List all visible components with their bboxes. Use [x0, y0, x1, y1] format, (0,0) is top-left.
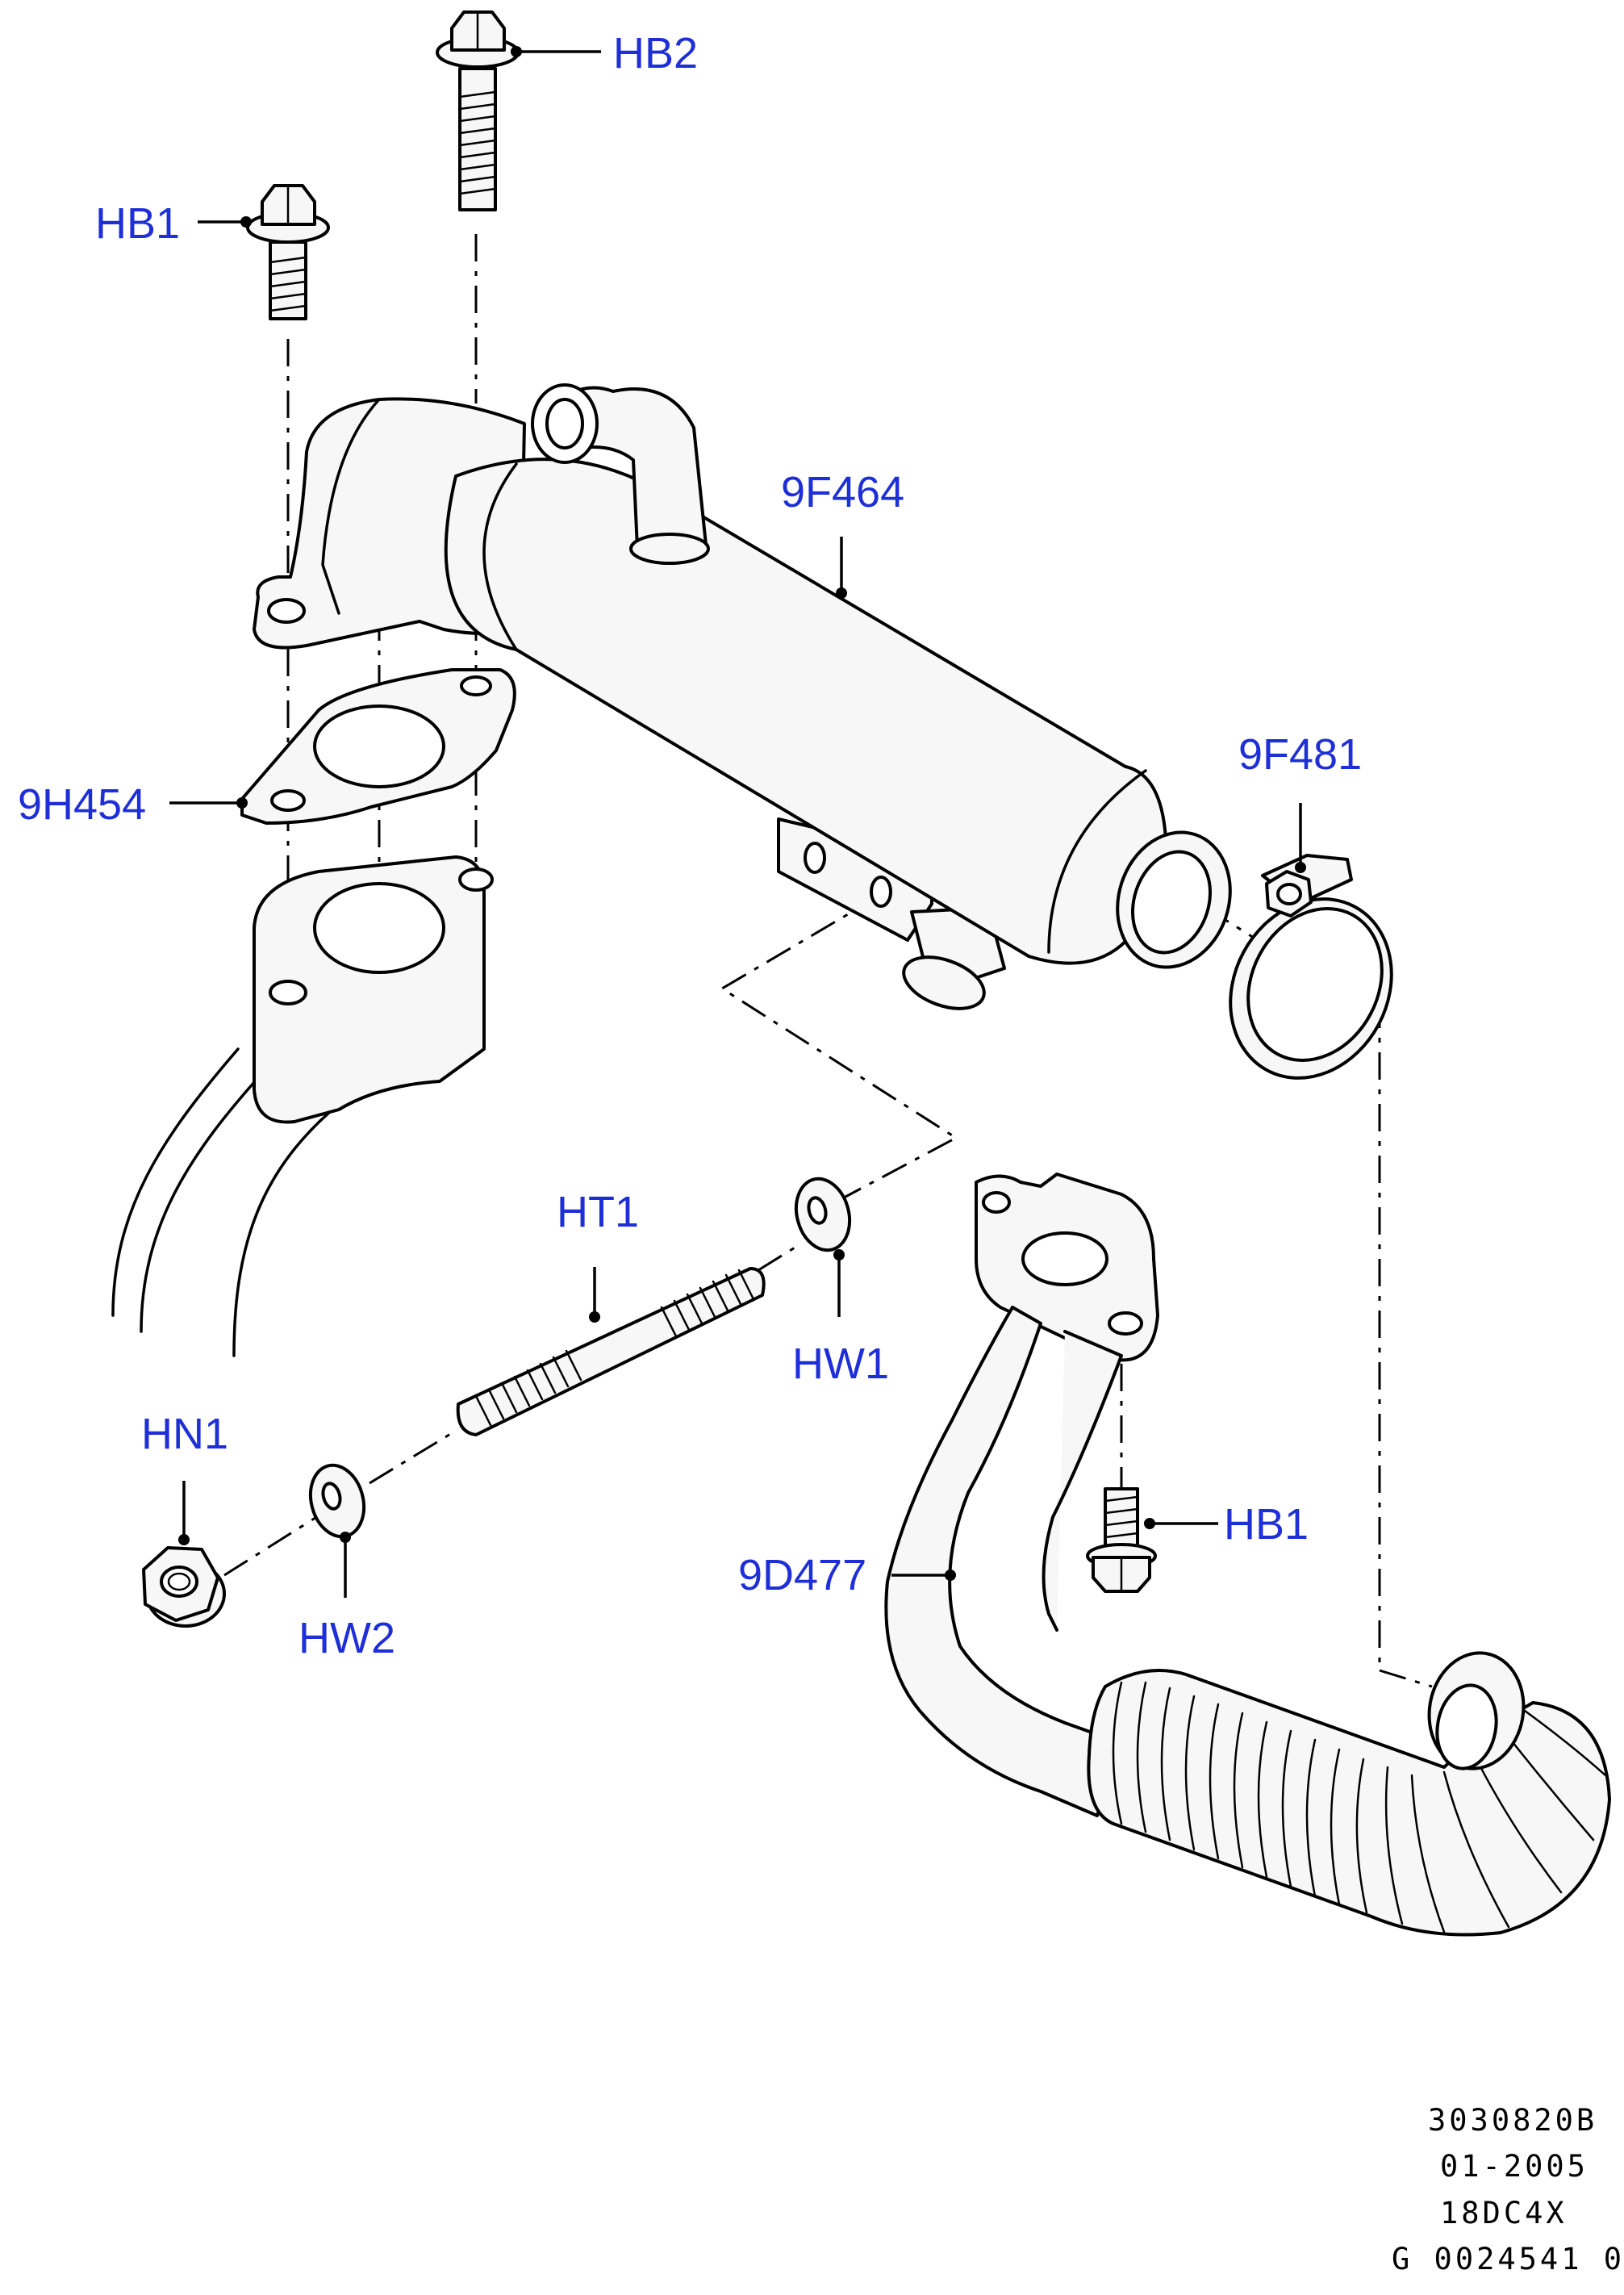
pipe-9d477 [884, 1173, 1611, 1937]
bolt-hb1-upper [246, 184, 330, 320]
label-hb2: HB2 [613, 29, 698, 77]
label-hb1-upper: HB1 [95, 199, 180, 248]
bolt-hb1-lower [1086, 1487, 1157, 1593]
reference-graphic-id: G 0024541 0 [1392, 2242, 1624, 2276]
reference-date: 01-2005 [1440, 2149, 1589, 2184]
engine-flange [253, 855, 494, 1124]
leader-lines [169, 46, 1306, 1598]
label-hn1: HN1 [141, 1410, 228, 1458]
bolt-hb2 [436, 10, 520, 211]
gasket-9h454 [240, 668, 516, 825]
label-hb1-lower: HB1 [1224, 1500, 1309, 1549]
label-9h454: 9H454 [18, 780, 146, 829]
reference-number: 3030820B [1428, 2103, 1597, 2138]
callout-labels: HB2 HB1 9F464 9F481 9H454 HT1 HW1 HN1 HW… [18, 29, 1362, 1662]
nut-hn1 [142, 1546, 226, 1628]
washer-hw2 [308, 1463, 366, 1539]
label-9f464: 9F464 [781, 468, 904, 516]
label-9f481: 9F481 [1238, 730, 1362, 779]
reference-model: 18DC4X [1440, 2196, 1568, 2230]
hose-clamp-9f481 [1229, 854, 1393, 1080]
stud-ht1 [456, 1267, 766, 1436]
label-hw1: HW1 [792, 1340, 889, 1388]
drawing-reference-block: 3030820B 01-2005 18DC4X G 0024541 0 [1392, 2103, 1624, 2276]
label-9d477: 9D477 [738, 1551, 866, 1599]
engine-outline [111, 1047, 349, 1357]
egr-cooler-9f464 [253, 383, 1232, 1010]
label-ht1: HT1 [557, 1188, 639, 1236]
alignment-lines [223, 234, 1433, 1688]
washer-hw1 [794, 1177, 852, 1252]
label-hw2: HW2 [298, 1614, 395, 1662]
